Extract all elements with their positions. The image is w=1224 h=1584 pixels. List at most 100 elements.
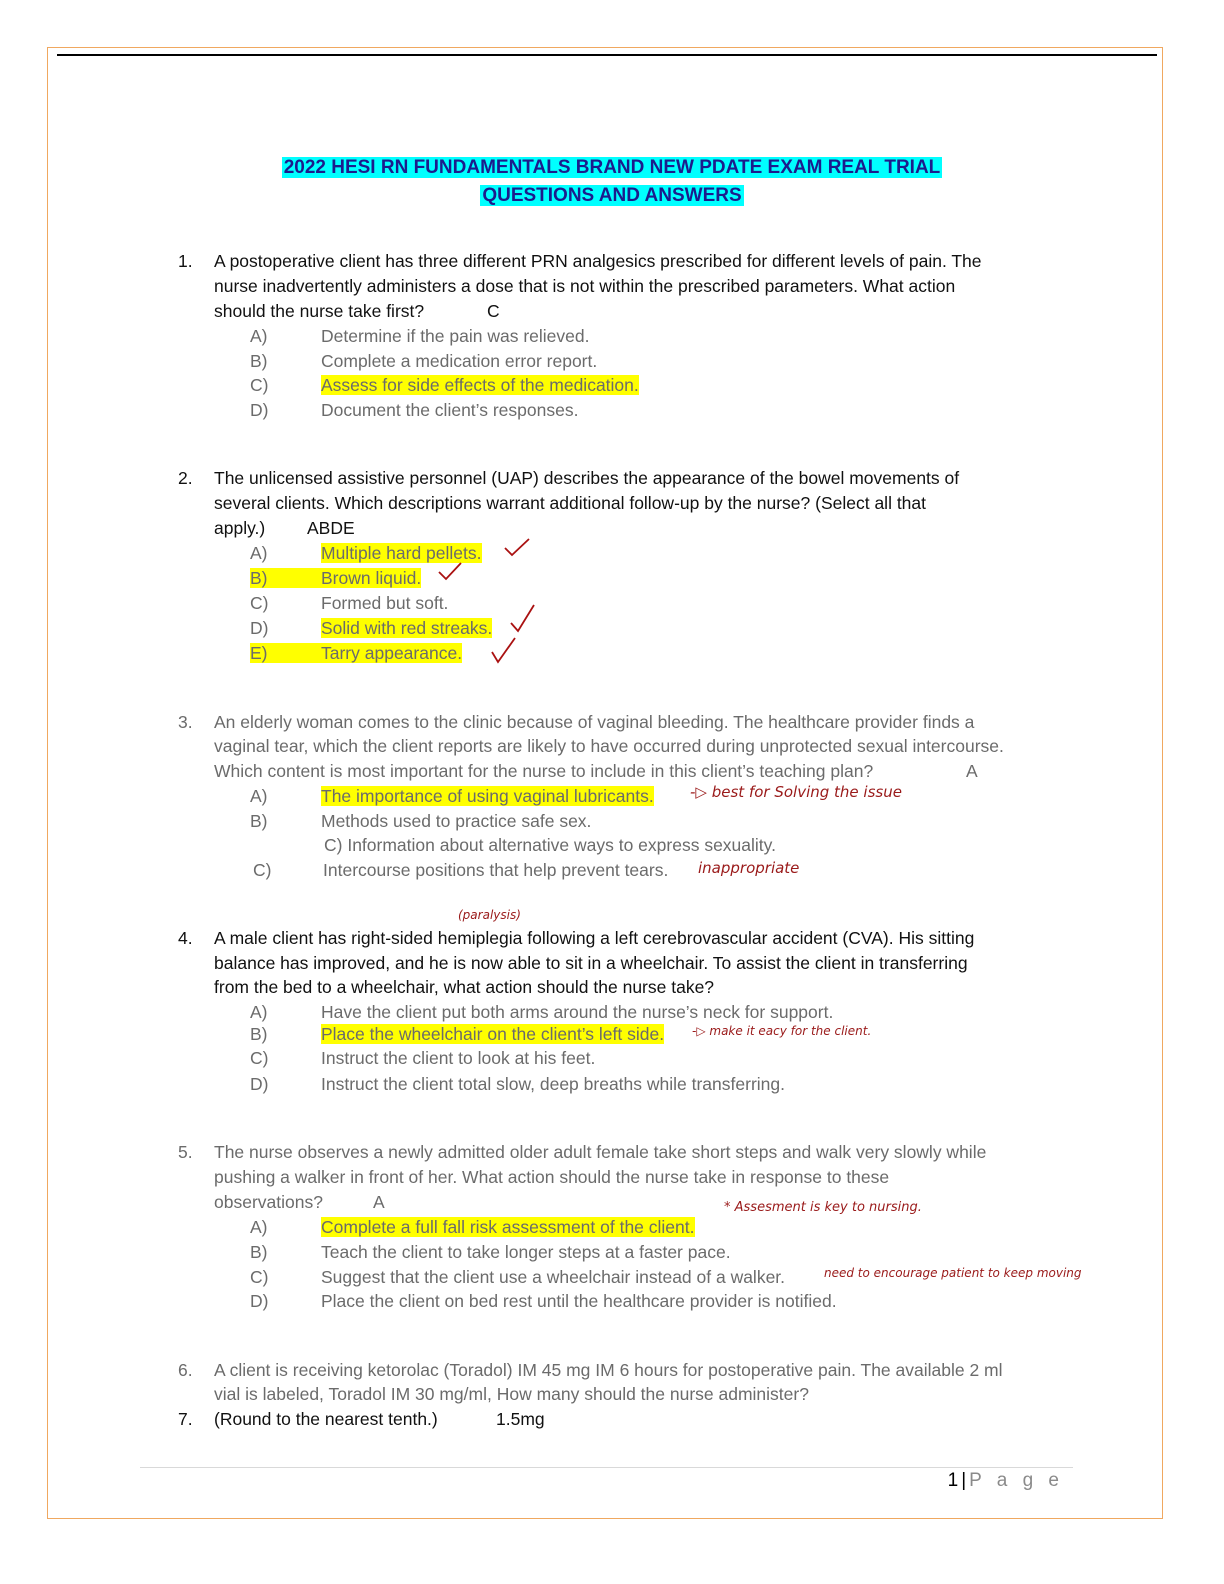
- option-label: A): [250, 543, 268, 563]
- handwritten-note: -▷ best for Solving the issue: [690, 783, 902, 801]
- question-text: vial is labeled, Toradol IM 30 mg/ml, Ho…: [214, 1384, 809, 1404]
- option-label: B): [250, 1024, 268, 1044]
- option-text: Document the client’s responses.: [321, 400, 579, 420]
- question-number: 3.: [178, 712, 193, 732]
- highlighted-answer: Multiple hard pellets.: [321, 543, 482, 563]
- option-text: C) Information about alternative ways to…: [324, 835, 776, 855]
- question-text: apply.): [214, 518, 266, 538]
- footer-separator: |: [961, 1470, 967, 1491]
- title-text-1: 2022 HESI RN FUNDAMENTALS BRAND NEW PDAT…: [281, 157, 943, 178]
- option-text: Determine if the pain was relieved.: [321, 326, 590, 346]
- question-text: should the nurse take first?: [214, 301, 425, 321]
- option-label: C): [253, 860, 272, 880]
- option-label: B): [250, 811, 268, 831]
- question-number: 7.: [178, 1409, 193, 1429]
- option-text-highlighted: Brown liquid.: [268, 567, 422, 589]
- handwritten-note: -▷ make it eacy for the client.: [692, 1024, 872, 1038]
- option-label: A): [250, 326, 268, 346]
- question-text: The nurse observes a newly admitted olde…: [214, 1142, 987, 1162]
- option-text: Teach the client to take longer steps at…: [321, 1242, 731, 1262]
- highlighted-answer: Assess for side effects of the medicatio…: [321, 375, 639, 395]
- option-text-highlighted: Multiple hard pellets.: [321, 542, 482, 564]
- highlighted-answer: Solid with red streaks.: [321, 618, 493, 638]
- option-text: Complete a medication error report.: [321, 351, 598, 371]
- check-mark-icon: [504, 538, 530, 557]
- option-label: A): [250, 1002, 268, 1022]
- question-text: An elderly woman comes to the clinic bec…: [214, 712, 975, 732]
- header-rule: [57, 54, 1157, 56]
- question-text: pushing a walker in front of her. What a…: [214, 1167, 890, 1187]
- question-number: 5.: [178, 1142, 193, 1162]
- check-mark-icon: [510, 604, 535, 633]
- option-text: Suggest that the client use a wheelchair…: [321, 1267, 786, 1287]
- question-text: A client is receiving ketorolac (Toradol…: [214, 1360, 1003, 1380]
- highlighted-answer: Brown liquid.: [268, 568, 422, 588]
- highlighted-answer: The importance of using vaginal lubrican…: [321, 786, 654, 806]
- answer-key: A: [966, 761, 978, 781]
- option-text: Place the client on bed rest until the h…: [321, 1291, 837, 1311]
- check-mark-icon: [438, 562, 462, 581]
- option-label: D): [250, 618, 269, 638]
- handwritten-note: need to encourage patient to keep moving: [824, 1266, 1082, 1280]
- highlighted-answer: Tarry appearance.: [268, 643, 463, 663]
- question-text: vaginal tear, which the client reports a…: [214, 736, 1004, 756]
- answer-key: ABDE: [307, 518, 355, 538]
- page-label: P a g e: [969, 1470, 1064, 1491]
- question-text: from the bed to a wheelchair, what actio…: [214, 977, 715, 997]
- question-text: nurse inadvertently administers a dose t…: [214, 276, 956, 296]
- option-text: Formed but soft.: [321, 593, 449, 613]
- question-number: 6.: [178, 1360, 193, 1380]
- page-footer: 1|P a g e: [948, 1470, 1064, 1492]
- highlighted-answer: Complete a full fall risk assessment of …: [321, 1217, 695, 1237]
- option-label: A): [250, 1217, 268, 1237]
- option-text-highlighted: Tarry appearance.: [268, 642, 463, 664]
- document-title-line-2: QUESTIONS AND ANSWERS: [0, 185, 1224, 207]
- option-label: D): [250, 400, 269, 420]
- highlighted-answer: Place the wheelchair on the client’s lef…: [321, 1024, 665, 1044]
- option-text: Instruct the client total slow, deep bre…: [321, 1074, 785, 1094]
- option-label: B): [250, 1242, 268, 1262]
- question-number: 2.: [178, 468, 193, 488]
- option-label: B): [250, 351, 268, 371]
- handwritten-note: inappropriate: [698, 859, 800, 877]
- option-text-highlighted: Complete a full fall risk assessment of …: [321, 1216, 695, 1238]
- option-label: C): [250, 593, 269, 613]
- question-text: A postoperative client has three differe…: [214, 251, 982, 271]
- page-number: 1: [947, 1470, 959, 1491]
- option-text-highlighted: Place the wheelchair on the client’s lef…: [321, 1023, 665, 1045]
- handwritten-note: (paralysis): [458, 908, 521, 922]
- option-label: C): [250, 1267, 269, 1287]
- option-text: Intercourse positions that help prevent …: [323, 860, 669, 880]
- question-number: 4.: [178, 928, 193, 948]
- option-label: A): [250, 786, 268, 806]
- question-text: Which content is most important for the …: [214, 761, 874, 781]
- answer-key: 1.5mg: [496, 1409, 545, 1429]
- document-title-line-1: 2022 HESI RN FUNDAMENTALS BRAND NEW PDAT…: [0, 157, 1224, 179]
- option-label-highlighted: E): [250, 643, 268, 663]
- footer-rule: [140, 1467, 1073, 1468]
- title-text-2: QUESTIONS AND ANSWERS: [480, 185, 744, 206]
- option-label: D): [250, 1291, 269, 1311]
- check-mark-icon: [491, 637, 516, 664]
- question-text: A male client has right-sided hemiplegia…: [214, 928, 975, 948]
- question-text: balance has improved, and he is now able…: [214, 953, 968, 973]
- answer-key: C: [487, 301, 500, 321]
- option-text: Instruct the client to look at his feet.: [321, 1048, 596, 1068]
- option-text: Methods used to practice safe sex.: [321, 811, 592, 831]
- page-border: [47, 47, 1163, 1519]
- option-text-highlighted: The importance of using vaginal lubrican…: [321, 785, 654, 807]
- handwritten-note: * Assesment is key to nursing.: [724, 1200, 922, 1215]
- option-text-highlighted: Solid with red streaks.: [321, 617, 493, 639]
- option-label-highlighted: B): [250, 568, 268, 588]
- question-text: observations?: [214, 1192, 323, 1212]
- question-text: (Round to the nearest tenth.): [214, 1409, 438, 1429]
- option-label: C): [250, 1048, 269, 1068]
- question-text: several clients. Which descriptions warr…: [214, 493, 927, 513]
- option-label: C): [250, 375, 269, 395]
- option-text: Have the client put both arms around the…: [321, 1002, 834, 1022]
- question-number: 1.: [178, 251, 193, 271]
- option-text-highlighted: Assess for side effects of the medicatio…: [321, 374, 639, 396]
- question-text: The unlicensed assistive personnel (UAP)…: [214, 468, 960, 488]
- answer-key: A: [373, 1192, 385, 1212]
- option-label: D): [250, 1074, 269, 1094]
